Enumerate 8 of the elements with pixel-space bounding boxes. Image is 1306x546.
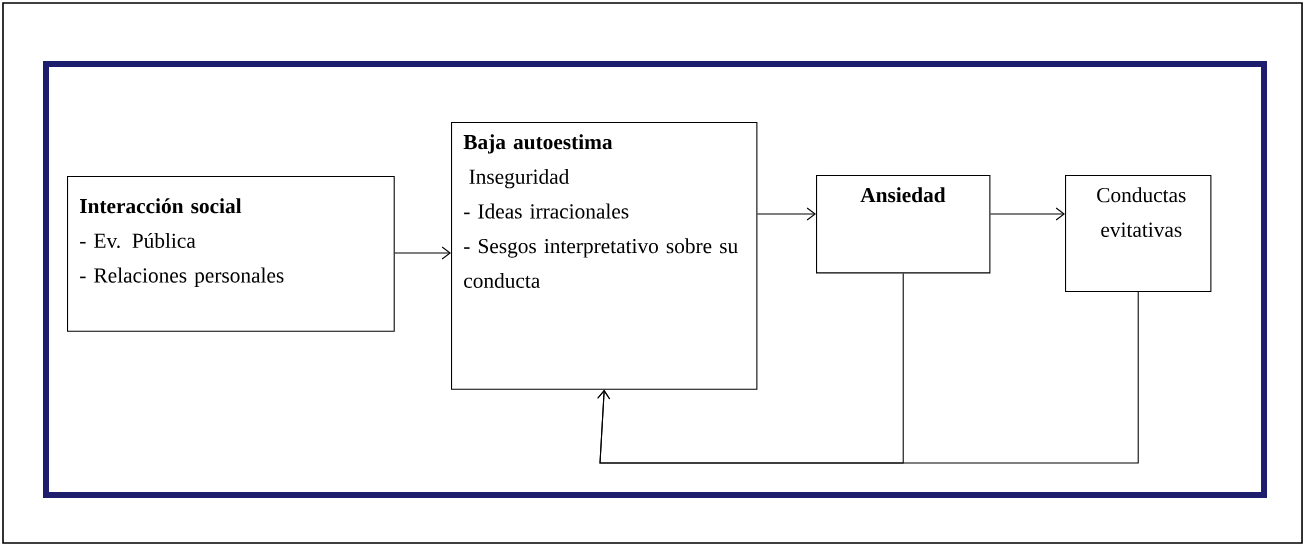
arrow [756, 207, 816, 221]
process-box: Ansiedad [816, 175, 991, 274]
arrow [597, 291, 1139, 464]
process-box: Conductas evitativas [1065, 175, 1212, 293]
arrow [989, 207, 1066, 221]
process-box: Interacción social - Ev. Pública - Relaciones personales [67, 176, 395, 332]
arrow [394, 246, 451, 260]
process-box: Baja autoestima Inseguridad - Ideas irracionales - Sesgos interpretativo sobre su conducta [451, 122, 758, 390]
